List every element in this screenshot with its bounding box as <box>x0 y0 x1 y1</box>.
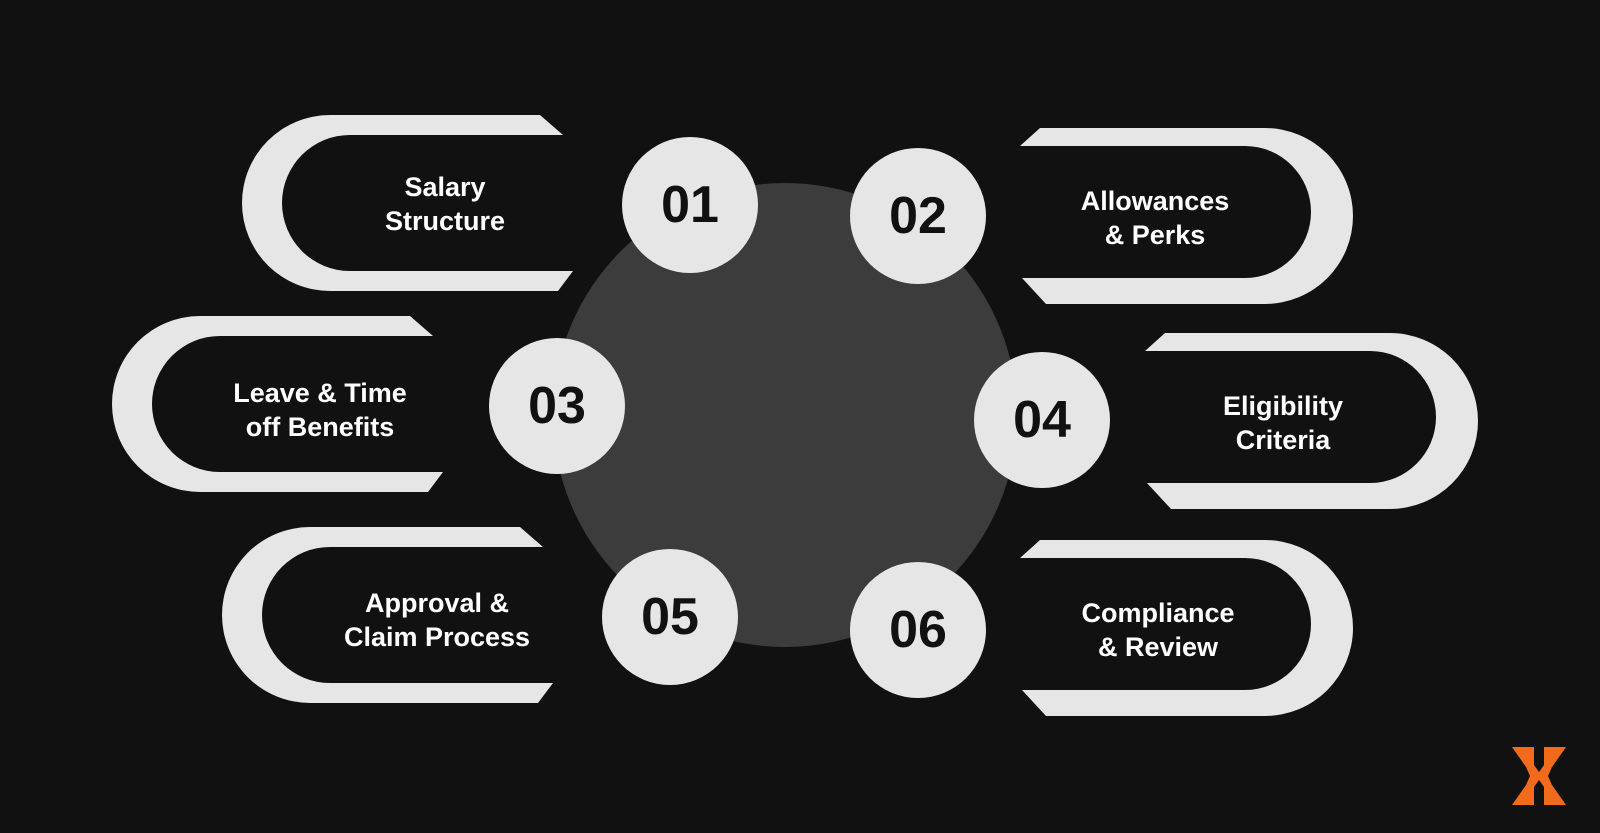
item-02-label-line1: Allowances <box>1080 186 1230 216</box>
item-06-label: Compliance & Review <box>1081 596 1234 664</box>
item-04-label: Eligibility Criteria <box>1223 389 1343 457</box>
item-05-label-line1: Approval & <box>364 588 510 618</box>
step-05-number-badge: 05 <box>602 549 738 685</box>
item-01-label-line2: Structure <box>384 206 506 236</box>
item-03-label: Leave & Time off Benefits <box>233 376 407 444</box>
item-04-label-line2: Criteria <box>1235 425 1331 455</box>
item-01-label: Salary Structure <box>385 170 505 238</box>
pill-03-outline <box>112 316 443 492</box>
item-01-label-line1: Salary <box>404 172 486 202</box>
item-04-label-line1: Eligibility <box>1222 391 1344 421</box>
center-hub-circle <box>553 183 1017 647</box>
step-04-number-badge: 04 <box>974 352 1110 488</box>
step-03-number-badge: 03 <box>489 338 625 474</box>
brand-x-logo-icon <box>1512 747 1566 805</box>
pill-05-outline <box>222 527 553 703</box>
pill-02-outline <box>1020 128 1353 304</box>
step-01-number-badge: 01 <box>622 137 758 273</box>
item-05-label: Approval & Claim Process <box>344 586 530 654</box>
item-02-label-line2: & Perks <box>1104 220 1206 250</box>
step-02-number-badge: 02 <box>850 148 986 284</box>
pill-04-outline <box>1145 333 1478 509</box>
item-02-label: Allowances & Perks <box>1081 184 1230 252</box>
item-05-label-line2: Claim Process <box>343 622 531 652</box>
item-03-label-line1: Leave & Time <box>233 378 407 408</box>
pill-06-outline <box>1020 540 1353 716</box>
item-03-label-line2: off Benefits <box>245 412 395 442</box>
pill-01-outline <box>242 115 573 291</box>
step-06-number-badge: 06 <box>850 562 986 698</box>
item-06-label-line2: & Review <box>1097 632 1219 662</box>
item-06-label-line1: Compliance <box>1081 598 1235 628</box>
